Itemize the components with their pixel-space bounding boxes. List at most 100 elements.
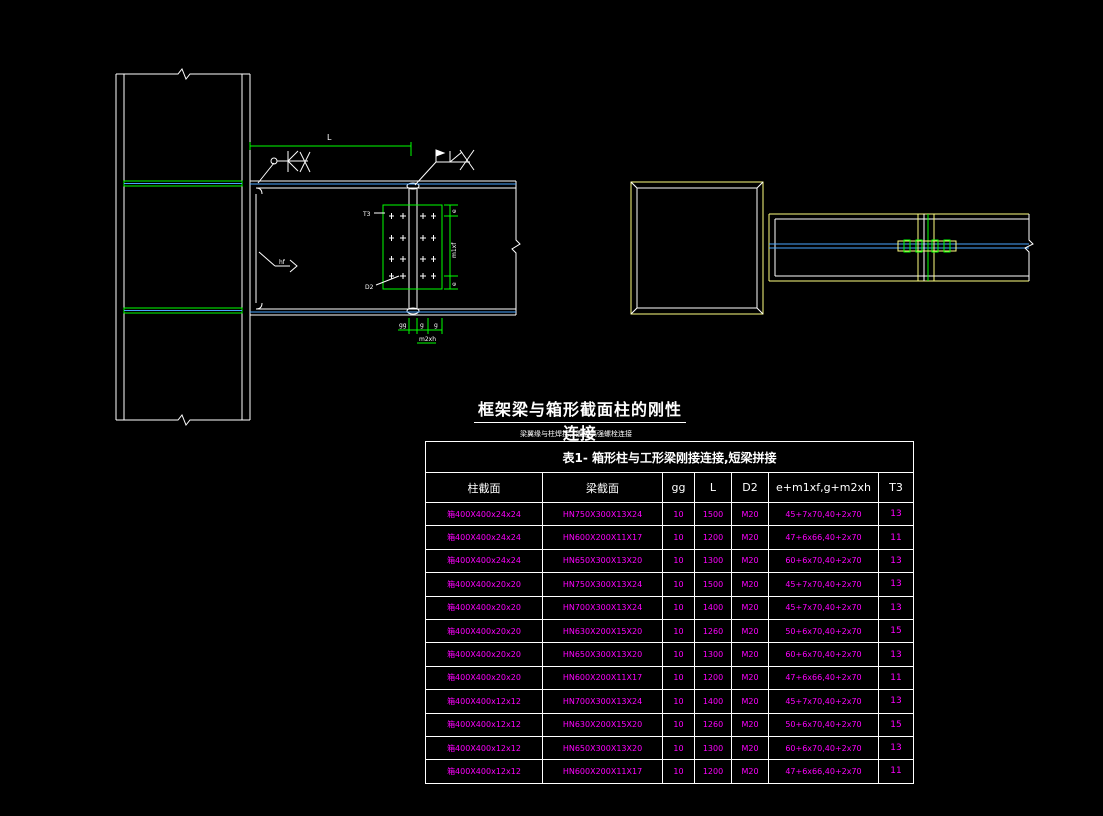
cell-beam: HN600X200X11X17 (542, 665, 663, 691)
cell-spacing: 47+6x66,40+2x70 (768, 665, 879, 691)
cell-column: 箱400X400x12x12 (425, 759, 543, 784)
cell-column: 箱400X400x20x20 (425, 642, 543, 667)
cell-T3: 11 (877, 665, 915, 691)
cell-D2: M20 (731, 759, 769, 784)
label-m1xf: m1xf (451, 242, 458, 258)
cell-gg: 10 (662, 735, 695, 761)
beam-elevation (250, 180, 521, 316)
label-T3: T3 (362, 211, 371, 218)
cell-column: 箱400X400x12x12 (425, 712, 543, 737)
cell-L: 1200 (694, 525, 732, 550)
cell-T3: 11 (877, 525, 915, 550)
cell-D2: M20 (731, 712, 769, 737)
cell-spacing: 45+7x70,40+2x70 (768, 501, 879, 527)
cell-T3: 13 (877, 642, 915, 667)
cell-beam: HN700X300X13X24 (542, 595, 663, 620)
cell-L: 1300 (694, 735, 732, 761)
cell-beam: HN750X300X13X24 (542, 572, 663, 597)
cell-D2: M20 (731, 618, 769, 644)
label-e-top: e (451, 209, 458, 213)
label-e-bottom: e (451, 282, 458, 286)
cell-spacing: 50+6x70,40+2x70 (768, 618, 879, 644)
header-beam-section: 梁截面 (542, 472, 663, 503)
cell-gg: 10 (662, 759, 695, 784)
cell-beam: HN700X300X13X24 (542, 689, 663, 714)
cell-column: 箱400X400x20x20 (425, 595, 543, 620)
cell-column: 箱400X400x24x24 (425, 525, 543, 550)
header-spacing: e+m1xf,g+m2xh (768, 472, 879, 503)
cell-gg: 10 (662, 525, 695, 550)
cell-L: 1260 (694, 618, 732, 644)
cell-beam: HN650X300X13X20 (542, 548, 663, 574)
cell-gg: 10 (662, 712, 695, 737)
cell-spacing: 45+7x70,40+2x70 (768, 689, 879, 714)
column-section (630, 181, 764, 315)
header-L: L (694, 472, 732, 503)
cell-D2: M20 (731, 689, 769, 714)
cell-gg: 10 (662, 548, 695, 574)
cell-column: 箱400X400x20x20 (425, 665, 543, 691)
dimension-horizontal (398, 318, 443, 344)
cell-beam: HN750X300X13X24 (542, 501, 663, 527)
cell-spacing: 60+6x70,40+2x70 (768, 642, 879, 667)
cell-L: 1260 (694, 712, 732, 737)
cell-L: 1500 (694, 572, 732, 597)
cell-spacing: 45+7x70,40+2x70 (768, 572, 879, 597)
drawing-subtitle: 梁翼缘与柱焊接，腹板高强螺栓连接 (520, 430, 632, 438)
cell-D2: M20 (731, 501, 769, 527)
cell-column: 箱400X400x20x20 (425, 572, 543, 597)
table-header-row: 柱截面 梁截面 gg L D2 e+m1xf,g+m2xh T3 (425, 472, 915, 503)
cell-T3: 15 (877, 712, 915, 737)
cell-D2: M20 (731, 642, 769, 667)
label-hf: hf (279, 259, 286, 266)
label-g-2: g (434, 322, 438, 329)
cell-gg: 10 (662, 689, 695, 714)
header-column-section: 柱截面 (425, 472, 543, 503)
label-gg: gg (399, 322, 407, 329)
cell-L: 1400 (694, 689, 732, 714)
cell-T3: 13 (877, 548, 915, 574)
cell-beam: HN650X300X13X20 (542, 735, 663, 761)
cell-T3: 13 (877, 572, 915, 597)
label-L: L (327, 133, 332, 142)
beam-section (768, 213, 1034, 282)
cell-L: 1400 (694, 595, 732, 620)
cell-beam: HN600X200X11X17 (542, 759, 663, 784)
hf-leader (258, 251, 298, 273)
cell-D2: M20 (731, 595, 769, 620)
cell-gg: 10 (662, 665, 695, 691)
cell-T3: 13 (877, 595, 915, 620)
cell-gg: 10 (662, 642, 695, 667)
cell-D2: M20 (731, 572, 769, 597)
drawing-title: 框架梁与箱形截面柱的刚性连接 (477, 400, 682, 443)
cell-D2: M20 (731, 548, 769, 574)
header-gg: gg (662, 472, 695, 503)
cell-L: 1300 (694, 642, 732, 667)
cell-beam: HN630X200X15X20 (542, 712, 663, 737)
column-diaphragms (123, 180, 243, 314)
cell-gg: 10 (662, 572, 695, 597)
dimension-L (249, 142, 412, 156)
splice-plate (382, 204, 443, 290)
cell-spacing: 60+6x70,40+2x70 (768, 735, 879, 761)
cell-spacing: 60+6x70,40+2x70 (768, 548, 879, 574)
label-g-1: g (420, 322, 424, 329)
cell-D2: M20 (731, 665, 769, 691)
cell-gg: 10 (662, 618, 695, 644)
title-underline (474, 422, 686, 423)
weld-symbol-right (414, 149, 475, 186)
cell-gg: 10 (662, 501, 695, 527)
dimension-vertical (444, 204, 458, 290)
cell-T3: 13 (877, 735, 915, 761)
